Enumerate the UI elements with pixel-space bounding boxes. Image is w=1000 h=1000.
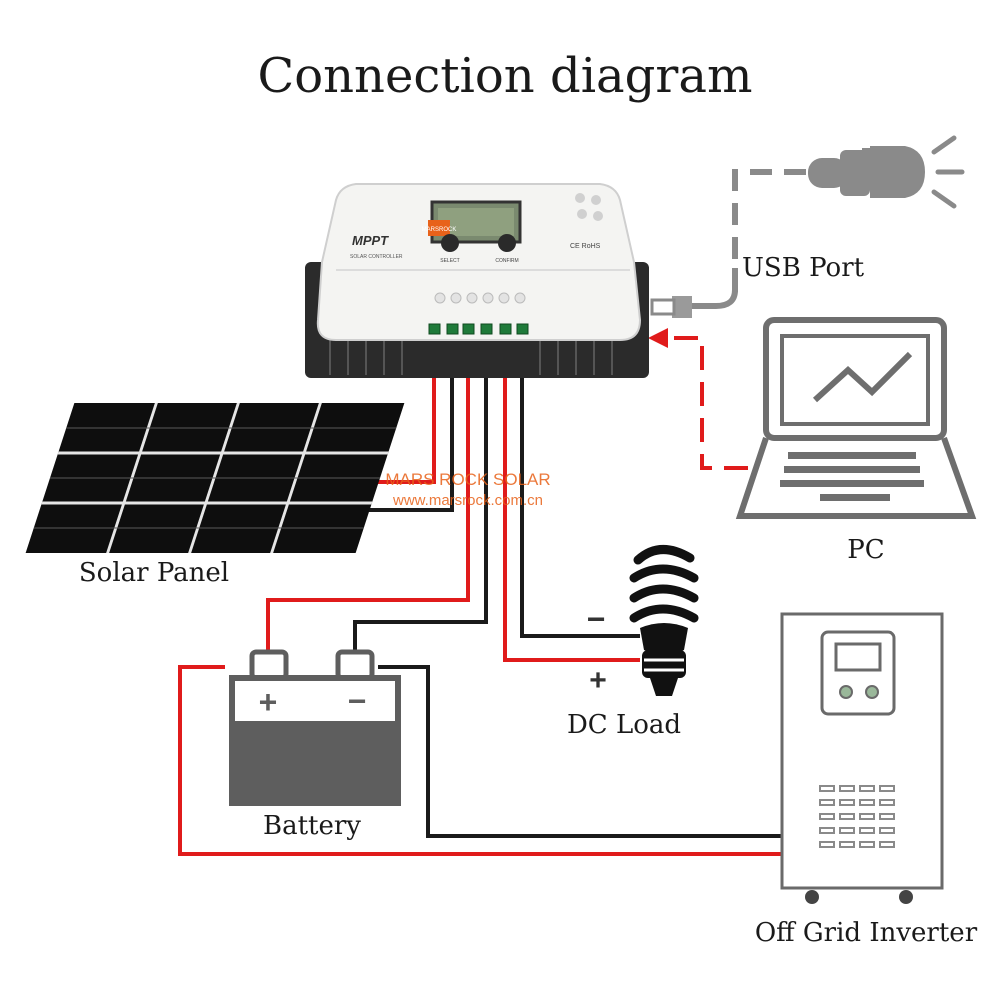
dc-load-label: DC Load	[567, 710, 681, 740]
pc-link-arrow	[648, 328, 668, 348]
load-minus-symbol: −	[587, 601, 606, 637]
solar-panel	[25, 403, 405, 553]
pc-label: PC	[847, 535, 884, 565]
confirm-button[interactable]	[498, 234, 516, 252]
cert-marks: CE RoHS	[570, 243, 601, 250]
inverter-negative-wire	[378, 665, 785, 838]
battery-icon	[229, 649, 401, 806]
pc-icon	[735, 317, 977, 519]
load-negative-wire	[520, 332, 640, 638]
inverter-icon	[780, 612, 944, 904]
battery-minus-symbol: −	[348, 683, 367, 719]
select-label: SELECT	[440, 258, 459, 264]
inverter-label: Off Grid Inverter	[755, 918, 978, 948]
solar-negative-wire	[330, 332, 454, 512]
solar-panel-label: Solar Panel	[79, 558, 229, 588]
usb-port-label: USB Port	[742, 253, 865, 283]
select-button[interactable]	[441, 234, 459, 252]
load-plus-symbol: +	[589, 664, 607, 697]
usb-plug	[650, 296, 692, 318]
controller-badge: MARSROCK	[422, 227, 457, 233]
usb-lamp-icon	[808, 135, 965, 209]
diagram-title: Connection diagram	[258, 48, 753, 104]
status-leds	[434, 292, 526, 304]
battery-negative-wire	[353, 332, 488, 655]
inverter-positive-wire	[178, 665, 785, 856]
usb-cable	[690, 268, 738, 309]
wiring	[178, 169, 806, 856]
load-positive-wire	[503, 332, 640, 662]
mppt-controller: MARSROCK MPPT SOLAR CONTROLLER SELECT CO…	[305, 183, 649, 378]
confirm-label: CONFIRM	[495, 258, 518, 264]
cfl-bulb-icon	[629, 545, 699, 696]
battery-plus-symbol: +	[259, 684, 278, 720]
controller-subtitle: SOLAR CONTROLLER	[350, 254, 403, 260]
pc-data-link	[664, 336, 748, 470]
watermark-url: www.marsrock.com.cn	[392, 492, 543, 509]
battery-label: Battery	[263, 811, 361, 841]
controller-brand: MPPT	[352, 233, 389, 248]
watermark-name: MARS ROCK SOLAR	[385, 470, 550, 489]
battery-positive-wire	[266, 332, 470, 655]
terminal-block	[428, 323, 529, 335]
